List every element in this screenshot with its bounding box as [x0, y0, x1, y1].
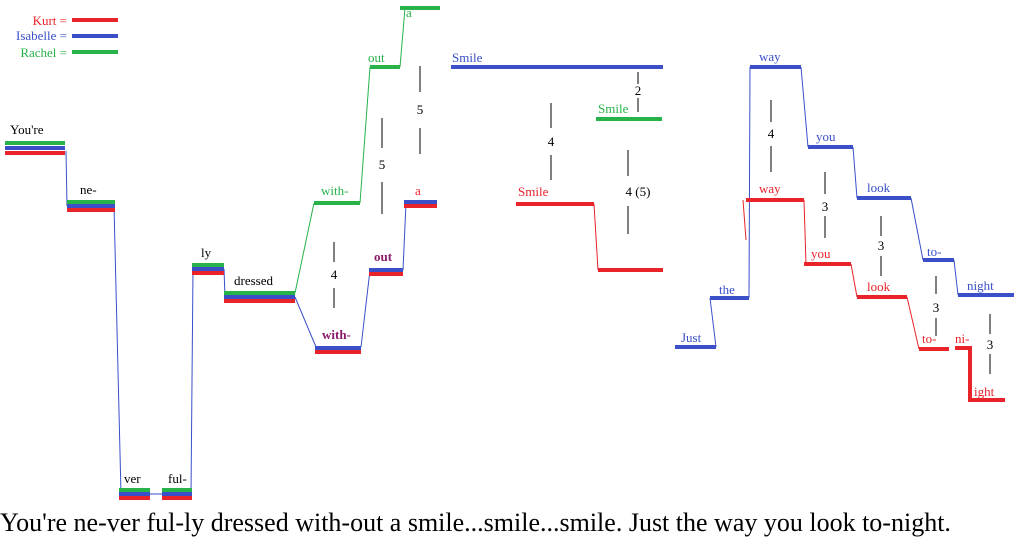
syllable-label: a: [406, 5, 412, 20]
connector: [850, 263, 858, 298]
connector: [402, 202, 407, 271]
legend: Kurt = Isabelle = Rachel =: [16, 13, 118, 60]
syllable-label: night: [967, 278, 994, 293]
syllable-label: the: [719, 282, 735, 297]
syllable-label: Smile: [452, 50, 483, 65]
connector: [709, 297, 717, 348]
connector: [910, 197, 924, 261]
connector: [800, 66, 809, 148]
syllable-label: ful-: [168, 471, 187, 486]
syllable-label: with-: [321, 183, 348, 198]
interval-label: 3: [987, 337, 994, 352]
syllable-label: Smile: [518, 184, 549, 199]
legend-kurt-label: Kurt =: [33, 13, 67, 28]
interval-label: 4: [548, 134, 555, 149]
syllable-label: ni-: [955, 331, 969, 346]
legend-isabelle-label: Isabelle =: [16, 28, 67, 43]
syllable-label: out: [368, 50, 385, 65]
connector: [113, 205, 122, 495]
kurt-connectors: [593, 199, 920, 350]
interval-label: 4 (5): [626, 184, 651, 199]
interval-label: 4: [768, 126, 775, 141]
connector: [803, 199, 807, 265]
syllable-label: to-: [922, 331, 936, 346]
syllable-label: ver: [124, 471, 141, 486]
syllable-labels: You're ne- ver ful- ly dressed with- wit…: [10, 5, 995, 486]
syllable-label: ne-: [80, 182, 97, 197]
syllable-label: You're: [10, 122, 44, 137]
connector: [748, 66, 751, 299]
syllable-label: to-: [927, 244, 941, 259]
syllable-label: you: [816, 129, 836, 144]
connector: [190, 268, 194, 495]
interval-label: 5: [379, 157, 386, 172]
interval-label: 2: [635, 83, 642, 98]
connector: [399, 7, 406, 68]
syllable-label: Just: [681, 330, 702, 345]
syllable-label: you: [811, 246, 831, 261]
legend-rachel-label: Rachel =: [20, 45, 67, 60]
syllable-label: out: [374, 249, 393, 264]
syllable-label: look: [867, 180, 891, 195]
syllable-label: Smile: [598, 101, 629, 116]
connector: [953, 259, 959, 296]
connector: [852, 146, 858, 199]
connector: [906, 296, 920, 350]
connector: [593, 203, 599, 271]
syllable-label: dressed: [234, 273, 273, 288]
interval-label: 3: [933, 300, 940, 315]
lyric-caption: You're ne-ver ful-ly dressed with-out a …: [0, 508, 951, 537]
syllable-label: a: [415, 183, 421, 198]
interval-label: 3: [878, 238, 885, 253]
connector: [294, 202, 315, 294]
interval-label: 5: [417, 102, 424, 117]
syllable-label: way: [759, 181, 781, 196]
interval-label: 3: [822, 199, 829, 214]
syllable-label: look: [867, 279, 891, 294]
interval-markers: [333, 66, 991, 374]
isabelle-connectors: [65, 66, 959, 495]
connector: [65, 150, 68, 207]
connector: [359, 66, 371, 204]
interval-label: 4: [331, 267, 338, 282]
connector: [360, 269, 371, 348]
syllable-label: with-: [322, 327, 351, 342]
syllable-label: way: [759, 49, 781, 64]
connector: [742, 199, 747, 241]
rachel-connectors: [294, 7, 406, 294]
interval-labels: 4 5 5 4 2 4 (5) 4 3 3 3 3: [331, 83, 994, 352]
note-bars: [5, 6, 1014, 500]
syllable-label: ly: [201, 245, 212, 260]
syllable-label: ight: [974, 384, 995, 399]
connector: [294, 296, 317, 348]
